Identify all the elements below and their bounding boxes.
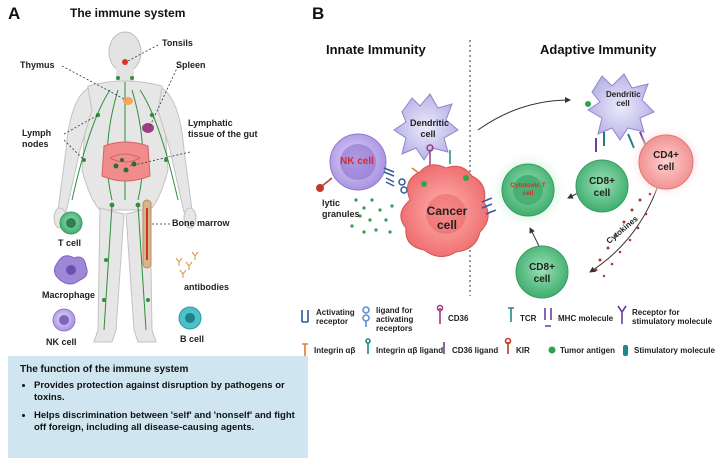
dendritic-cell-left [393, 93, 459, 161]
label-lymph-nodes: Lymph nodes [22, 128, 52, 149]
legend-integrin-ligand: Integrin αβ ligand [376, 346, 444, 355]
nk-cell-small-icon [52, 308, 76, 332]
label-cd8-top: CD8+ cell [589, 176, 615, 199]
adaptive-title: Adaptive Immunity [540, 42, 657, 57]
label-tonsils: Tonsils [162, 38, 193, 48]
panel-a-letter: A [8, 4, 21, 23]
thymus-icon [123, 97, 133, 105]
arrow-to-dendritic [477, 97, 571, 131]
legend-mhc: MHC molecule [558, 314, 614, 323]
label-cd4: CD4+ cell [653, 150, 679, 173]
tonsils-icon [122, 59, 128, 65]
cytokines-dots [594, 192, 652, 278]
function-bullet: Helps discrimination between 'self' and … [34, 410, 304, 434]
label-bone-marrow: Bone marrow [172, 218, 230, 228]
legend-kir: KIR [516, 346, 530, 355]
mhc-icon [544, 308, 552, 327]
cancer-cell [400, 164, 489, 257]
function-bullet: Provides protection against disruption b… [34, 380, 304, 404]
label-nk-cell-b: NK cell [340, 156, 374, 167]
cd4-cell [628, 124, 704, 200]
t-cell-icon [59, 211, 83, 235]
legend-icons [301, 304, 628, 356]
b-cell-icon [178, 306, 202, 330]
label-thymus: Thymus [20, 60, 55, 70]
tumor-antigen-icon [548, 346, 556, 354]
cd8-cell-bottom [515, 245, 569, 299]
integrin-icon [302, 343, 308, 356]
legend-stim-receptor: Receptor for stimulatory molecule [632, 308, 713, 326]
label-cd8-bottom: CD8+ cell [529, 262, 555, 285]
ligand-icon [362, 306, 370, 327]
function-box: The function of the immune system Provid… [8, 356, 308, 458]
cd8-cell-top [575, 159, 629, 213]
legend-integrin: Integrin αβ [314, 346, 356, 355]
label-cancer-cell: Cancer cell [426, 204, 468, 232]
label-macrophage: Macrophage [42, 290, 96, 300]
legend-activating-receptor: Activating receptor [316, 308, 355, 326]
label-nk-cell: NK cell [46, 337, 77, 347]
panel-b-letter: B [312, 4, 325, 23]
cd36-icon [436, 304, 444, 324]
kir-icon [504, 337, 512, 354]
label-antibodies: antibodies [184, 282, 230, 292]
label-cytotoxic-t: Cytotoxic T cell [510, 182, 546, 197]
legend-tumor-antigen: Tumor antigen [560, 346, 615, 355]
lytic-granules-dots [350, 198, 394, 234]
label-dendritic-right: Dendritic cell [606, 90, 641, 108]
label-t-cell: T cell [58, 238, 82, 248]
activating-receptor-icon [301, 310, 309, 323]
label-spleen: Spleen [176, 60, 206, 70]
label-lymphatic-gut: Lymphatic tissue of the gut [188, 118, 258, 139]
antibodies-icon [175, 251, 199, 278]
arrow-cd8b-to-cytotoxic [529, 227, 541, 249]
innate-title: Innate Immunity [326, 42, 426, 57]
spleen-icon [142, 123, 154, 133]
legend-cd36: CD36 [448, 314, 469, 323]
integrin-ligand-icon [365, 338, 371, 354]
panel-a-title: The immune system [70, 6, 186, 20]
legend-stimulatory-molecule: Stimulatory molecule [634, 346, 715, 355]
human-body-figure [53, 31, 197, 343]
dendritic-cell-right [585, 73, 655, 141]
legend-ligand: ligand for activating receptors [376, 306, 414, 333]
label-b-cell: B cell [180, 334, 205, 344]
legend-tcr: TCR [520, 314, 537, 323]
tcr-icon [508, 307, 514, 322]
function-bullets: Provides protection against disruption b… [16, 380, 304, 440]
legend-cd36-ligand: CD36 ligand [452, 346, 499, 355]
label-lytic-granules: lytic granules [322, 198, 360, 219]
label-dendritic-left: Dendritic cell [410, 118, 450, 139]
cytotoxic-t-cell [488, 150, 568, 230]
stimulatory-molecule-icon [623, 345, 628, 356]
function-box-title: The function of the immune system [20, 364, 189, 375]
macrophage-icon [54, 255, 88, 285]
stim-receptor-icon [617, 305, 627, 324]
nk-cell [316, 133, 387, 192]
